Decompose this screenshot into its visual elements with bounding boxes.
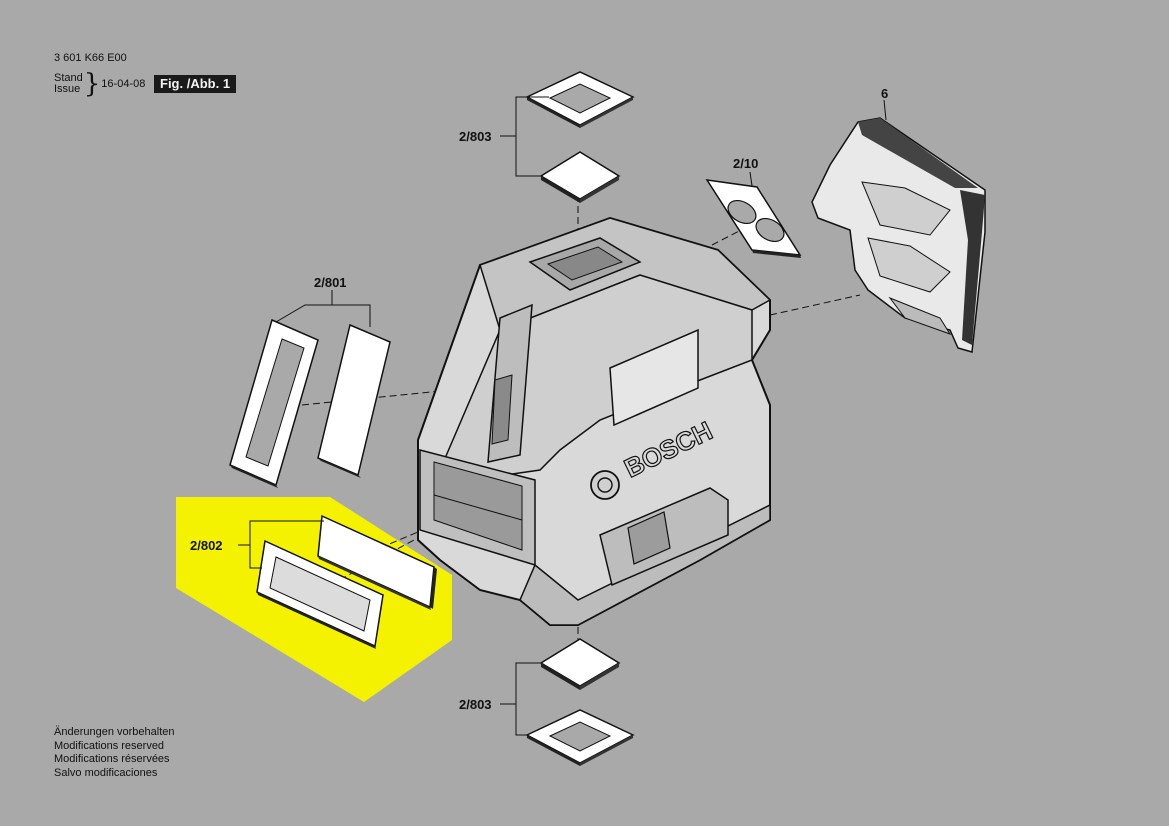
brace-icon: }: [83, 69, 101, 99]
stand-label: Stand: [54, 72, 83, 84]
side-window-glass: [317, 323, 391, 477]
notice-english: Modifications reserved: [54, 739, 165, 752]
switch-slider: [627, 511, 671, 565]
callout-front-window: 2/802: [190, 538, 223, 553]
callout-top-filter: 2/803: [459, 129, 492, 144]
side-window-assembly: 2/801: [229, 275, 391, 488]
issue-label: Issue: [54, 83, 81, 95]
bosch-logo-icon: [590, 470, 620, 500]
issue-date: 16-04-08: [101, 78, 146, 90]
front-window-assembly: 2/802: [190, 514, 437, 649]
stand-issue-block: Stand Issue }16-04-08: [54, 69, 146, 99]
stand-issue-labels: Stand Issue: [54, 73, 83, 95]
part-number: 3 601 K66 E00: [54, 52, 127, 64]
callout-cover: 6: [881, 86, 888, 101]
top-filter-assembly: 2/803: [459, 71, 635, 203]
bottom-filter-plate: [539, 638, 621, 687]
top-filter-plate: [539, 151, 621, 200]
callout-side-window: 2/801: [314, 275, 347, 290]
cover-assembly: 6: [811, 86, 986, 353]
label-panel: [609, 328, 699, 427]
callout-seal-plate: 2/10: [733, 156, 758, 171]
notice-french: Modifications réservées: [54, 753, 170, 765]
change-notice: Änderungen vorbehalten Modifications res…: [54, 726, 174, 780]
notice-german: Änderungen vorbehalten: [54, 726, 175, 738]
laser-housing: BOSCH: [417, 216, 772, 626]
notice-spanish: Salvo modificaciones: [54, 766, 158, 779]
callout-bottom-filter: 2/803: [459, 697, 492, 712]
figure-label: Fig. /Abb. 1: [154, 75, 237, 93]
seal-plate-assembly: 2/10: [705, 156, 802, 258]
bottom-filter-assembly: 2/803: [459, 638, 635, 766]
